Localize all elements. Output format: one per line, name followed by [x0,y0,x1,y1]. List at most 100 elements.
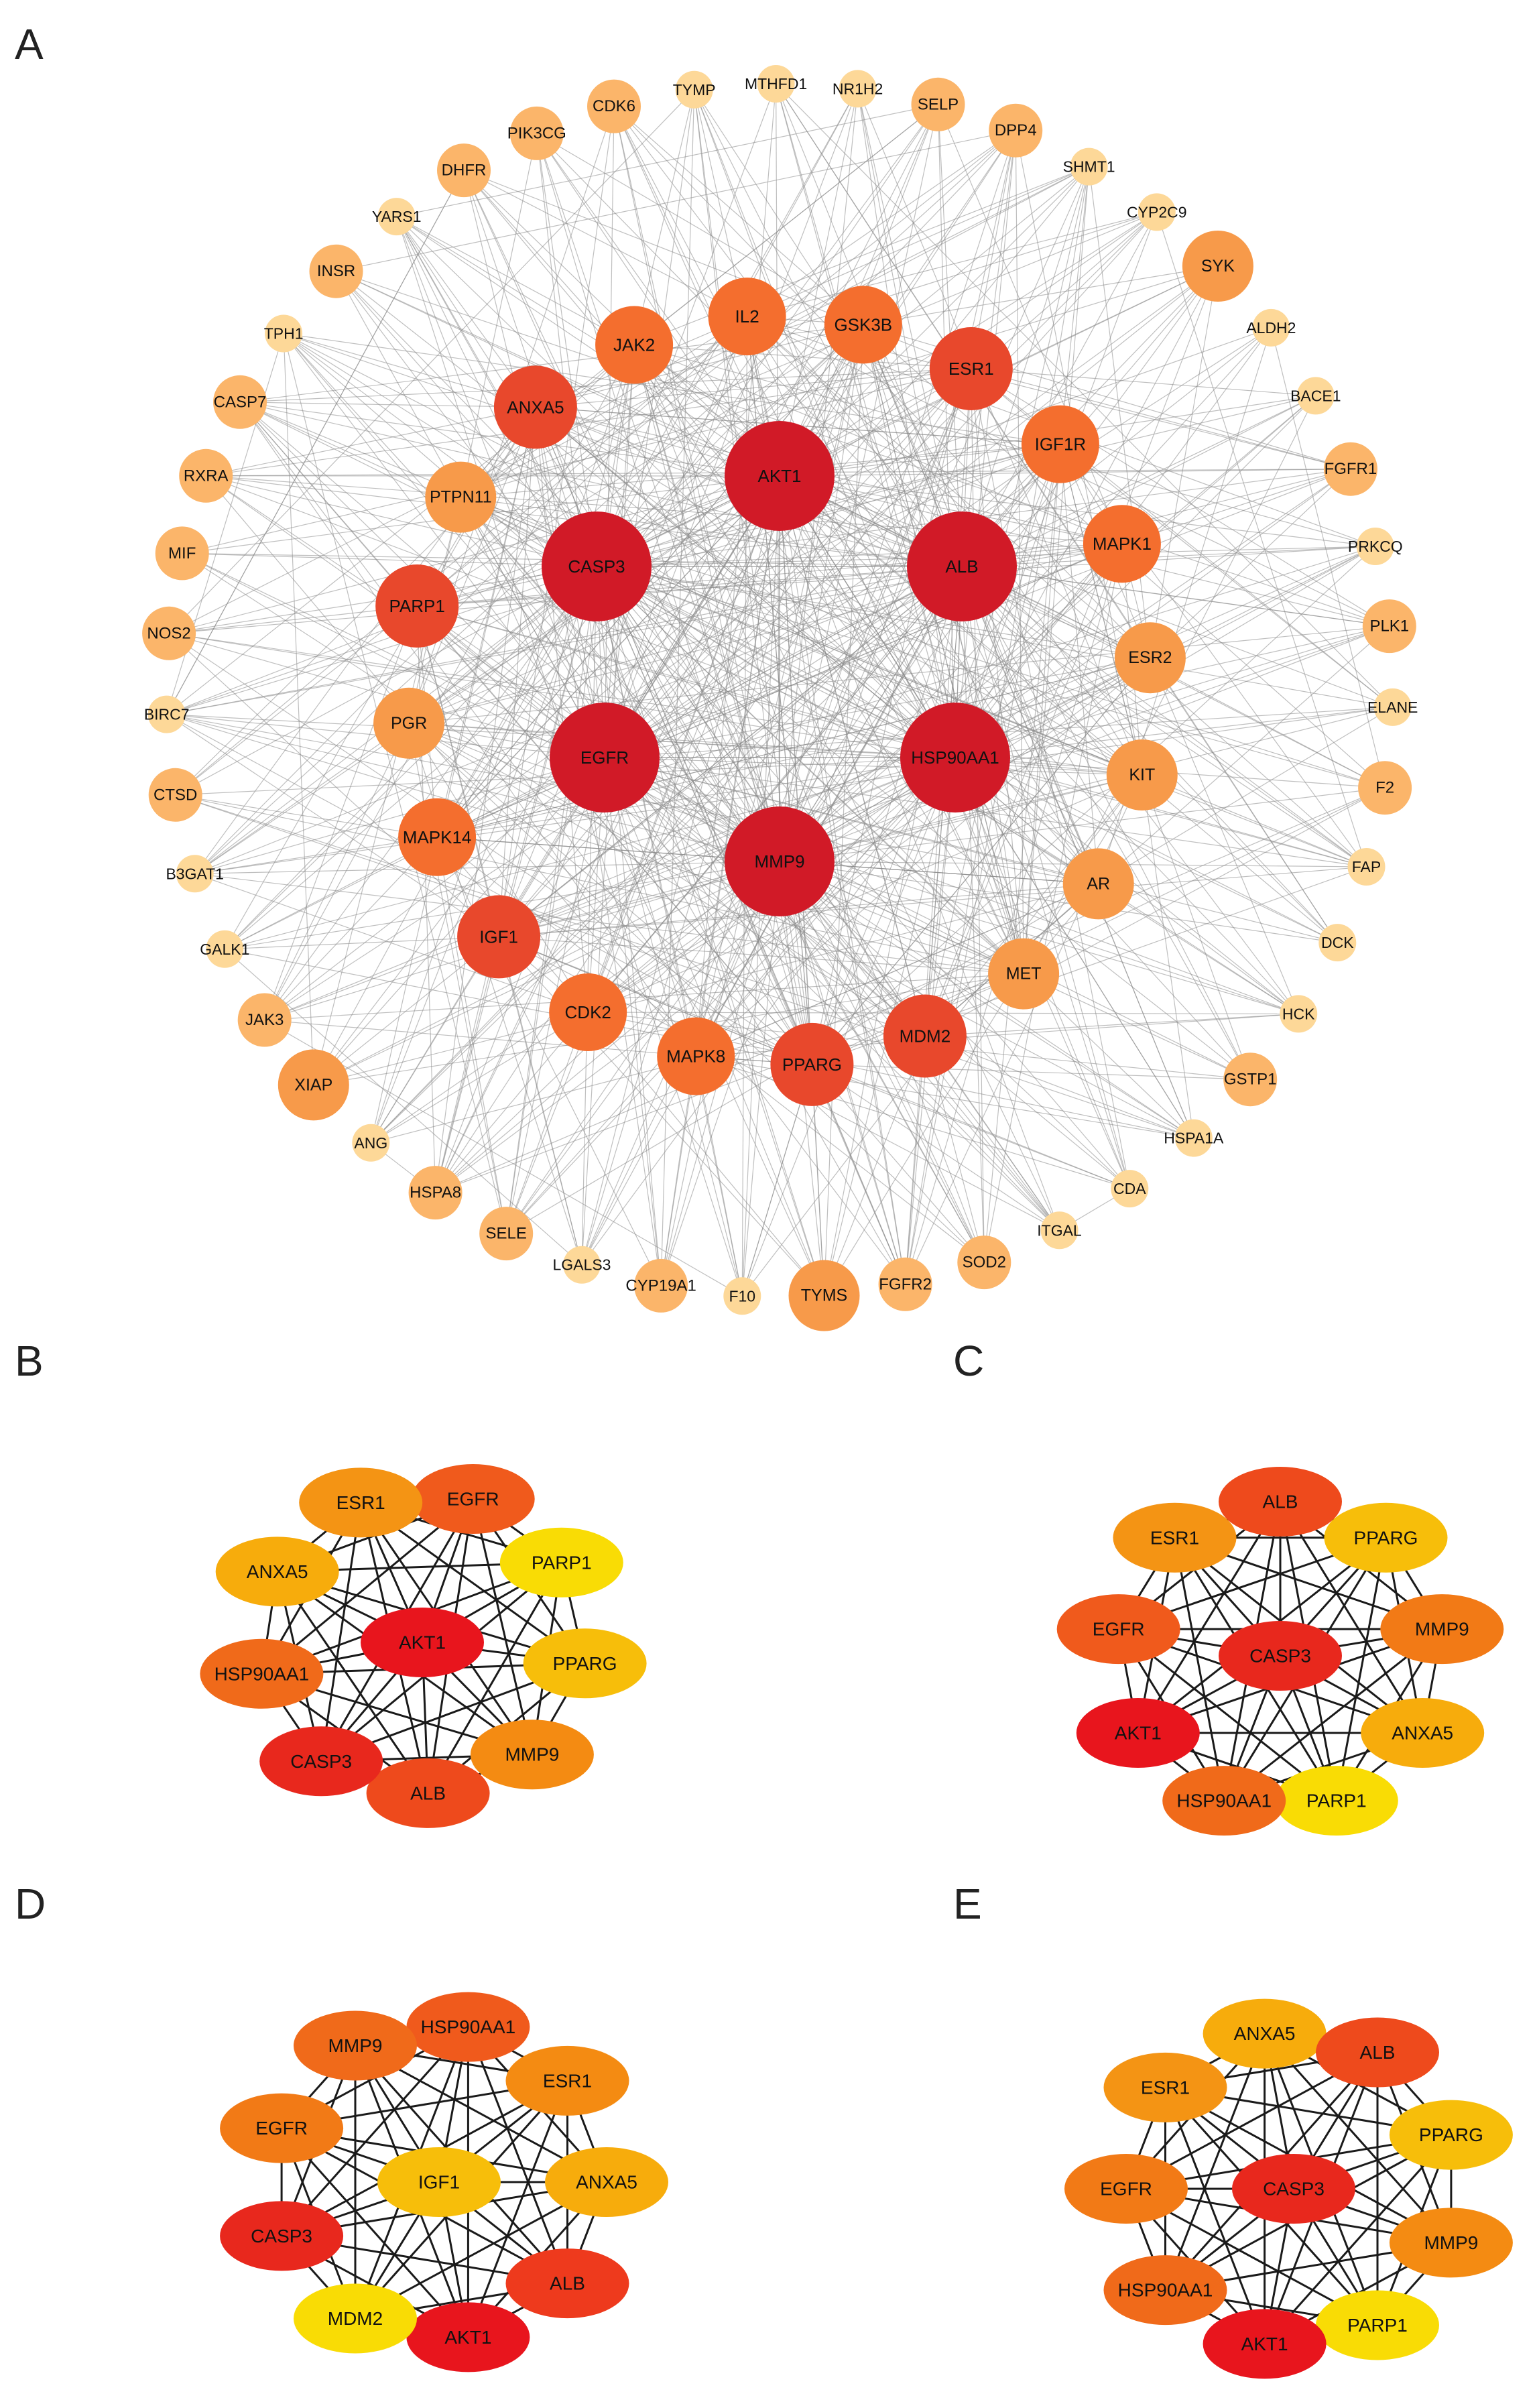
panel-a-edge [498,368,972,937]
panel-a-edge [1150,265,1219,658]
panel-a-edge [396,216,985,1263]
panel-a-node-label: FGFR1 [1325,460,1377,478]
panel-e-node-ellipse [1389,2100,1513,2170]
panel-d-node-label: MDM2 [328,2308,383,2329]
panel-a-edge [811,546,1376,1065]
panel-a-edge [747,316,1338,943]
panel-a-edge [747,166,1089,317]
panel-a-edge [779,166,1090,862]
panel-a-node-label: FAP [1352,858,1381,876]
panel-a-edge [779,327,1272,862]
panel-d-node-ellipse [294,2283,417,2354]
panel-a-edge [924,1035,1194,1139]
panel-a-edge [283,333,507,1234]
panel-a-node-nos2: NOS2 [142,606,196,660]
panel-a-node-label: GALK1 [200,941,249,958]
panel-a-edge [604,89,695,758]
panel-d-edge [280,2127,469,2338]
panel-a-edge [613,106,780,862]
panel-a-edge [408,723,985,1263]
panel-a-edge [779,475,1123,544]
panel-a-node-f2: F2 [1358,761,1412,815]
panel-a-edge [779,774,1142,862]
panel-letter-e: E [953,1880,982,1928]
panel-a-node-circle [1182,231,1253,302]
panel-a-edge [225,757,956,950]
panel-a-node-circle [788,1260,860,1331]
panel-a-edge [604,444,1061,758]
panel-b-node-label: ALB [410,1783,446,1803]
panel-a-edge [396,216,780,477]
panel-b-node-label: EGFR [447,1489,499,1510]
panel-a-node-label: DHFR [442,162,487,180]
panel-a-node-galk1: GALK1 [200,930,249,968]
panel-a-node-rxra: RXRA [179,448,233,503]
panel-a-edge [168,633,499,937]
panel-a-node-mdm2: MDM2 [883,994,967,1078]
panel-a-node-circle [1356,528,1394,565]
panel-a-edge [239,402,536,408]
panel-b-node-label: CASP3 [290,1751,352,1772]
panel-c-edge [1117,1628,1337,1802]
panel-a-node-circle [147,695,186,733]
panel-a-edge [695,368,972,1057]
panel-a-edge [961,166,1090,567]
panel-a-node-label: MMP9 [754,851,804,871]
panel-b-edge [261,1498,474,1675]
panel-c-node-label: MMP9 [1415,1619,1469,1640]
panel-a-edge [779,475,1338,943]
panel-a-edge [961,566,1099,884]
panel-d-node-hsp90aa1: HSP90AA1 [406,1992,530,2062]
panel-a-edge [264,605,418,1020]
panel-a-node-b3gat1: B3GAT1 [166,855,224,893]
panel-a-node-fgfr2: FGFR2 [878,1257,932,1311]
panel-b-node-ellipse [200,1638,324,1709]
panel-a-node-aldh2: ALDH2 [1246,308,1296,347]
panel-a-edge [660,89,695,1286]
panel-b-edge [472,1498,534,1755]
panel-a-edge [747,316,1367,867]
panel-a-edge [370,345,635,1143]
panel-a-node-mif: MIF [155,526,209,581]
panel-a-edge [596,327,1272,567]
panel-a-node-label: ITGAL [1037,1221,1082,1239]
panel-a-edge [396,216,926,1036]
panel-a-edge [463,170,956,758]
panel-a-node-label: AR [1087,874,1110,893]
panel-a-edge [436,324,864,838]
panel-a-edge [779,166,1090,477]
panel-a-edge [175,794,926,1037]
panel-a-node-circle [929,327,1013,410]
panel-a-node-label: KIT [1129,766,1155,784]
panel-a-edge [498,936,812,1065]
panel-a-node-dpp4: DPP4 [989,103,1043,158]
panel-a-node-circle [550,703,660,812]
panel-a-node-circle [757,65,795,103]
panel-e-edge [1264,2134,1453,2345]
panel-a-edge [336,271,1024,975]
panel-d-node-akt1: AKT1 [406,2302,530,2372]
panel-a-node-label: IL2 [735,306,759,326]
panel-a-edge [396,104,938,217]
panel-a-node-label: MIF [168,544,196,562]
panel-a-edge [435,368,972,1193]
panel-a-node-circle [398,798,477,876]
panel-a-edge [239,402,1143,776]
panel-a-edge [313,861,780,1085]
panel-b-node-label: ESR1 [336,1492,385,1513]
panel-a-node-tymp: TYMP [673,70,716,109]
panel-d-node-ellipse [220,2093,344,2163]
panel-a-edge [409,723,956,758]
panel-a-edge [239,402,696,1057]
panel-a-node-label: PPARG [782,1055,842,1075]
panel-c-node-ellipse [1380,1594,1504,1665]
panel-d-node-label: CASP3 [251,2226,312,2246]
panel-a-node-label: GSK3B [834,314,892,335]
panel-a-node-label: CASP3 [568,556,625,577]
panel-a-edge [166,714,1024,975]
panel-a-node-circle [907,511,1017,621]
panel-a-edge [435,345,635,1193]
panel-a-node-label: GSTP1 [1224,1071,1277,1089]
panel-a-edge [499,936,1024,975]
panel-a-node-label: MTHFD1 [745,75,807,93]
